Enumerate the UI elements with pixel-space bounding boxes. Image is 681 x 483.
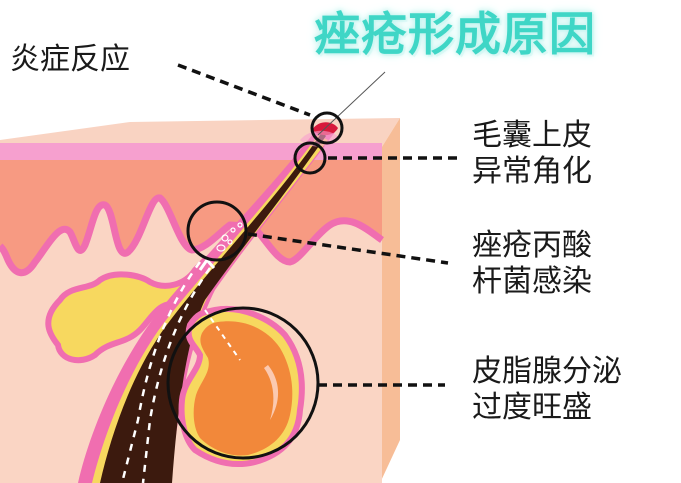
callout-circle-keratinization (293, 141, 327, 175)
bacteria-dots (216, 222, 243, 252)
dermal-wave (0, 194, 384, 277)
epidermis-band (0, 143, 382, 163)
flow-arrow-icon (198, 257, 216, 271)
label-keratinization-line-1: 毛囊上皮 (472, 118, 592, 153)
label-sebum-line-1: 皮脂腺分泌 (472, 354, 622, 389)
callout-circle-bacteria (186, 200, 248, 262)
sebaceous-gland (193, 321, 293, 456)
label-keratinization-line-2: 异常角化 (472, 154, 592, 189)
label-inflammation: 炎症反应 (10, 42, 130, 78)
hair-shaft (100, 132, 326, 483)
gland-highlight (264, 365, 279, 420)
skin-side-face (380, 118, 400, 483)
hair-dashes-2 (120, 261, 202, 483)
leader-line-bacteria (247, 232, 449, 265)
label-sebum: 皮脂腺分泌 过度旺盛 (472, 354, 622, 426)
page-title: 痤疮形成原因 (314, 7, 596, 61)
label-bacteria-line-2: 杆菌感染 (472, 264, 592, 299)
label-inflammation-line-1: 炎症反应 (10, 42, 130, 77)
hair-tip (317, 71, 386, 136)
skin-top-face (0, 118, 400, 150)
label-sebum-line-2: 过度旺盛 (472, 390, 592, 425)
label-keratinization: 毛囊上皮 异常角化 (472, 118, 592, 190)
gland-duct-dashes (204, 309, 241, 361)
callout-circle-inflammation (310, 111, 344, 145)
label-bacteria: 痤疮丙酸 杆菌感染 (472, 228, 592, 300)
hair-dashes-1 (141, 267, 212, 483)
label-bacteria-line-1: 痤疮丙酸 (472, 228, 592, 263)
leader-line-inflammation (177, 63, 311, 117)
callout-circle-sebum (166, 306, 320, 460)
